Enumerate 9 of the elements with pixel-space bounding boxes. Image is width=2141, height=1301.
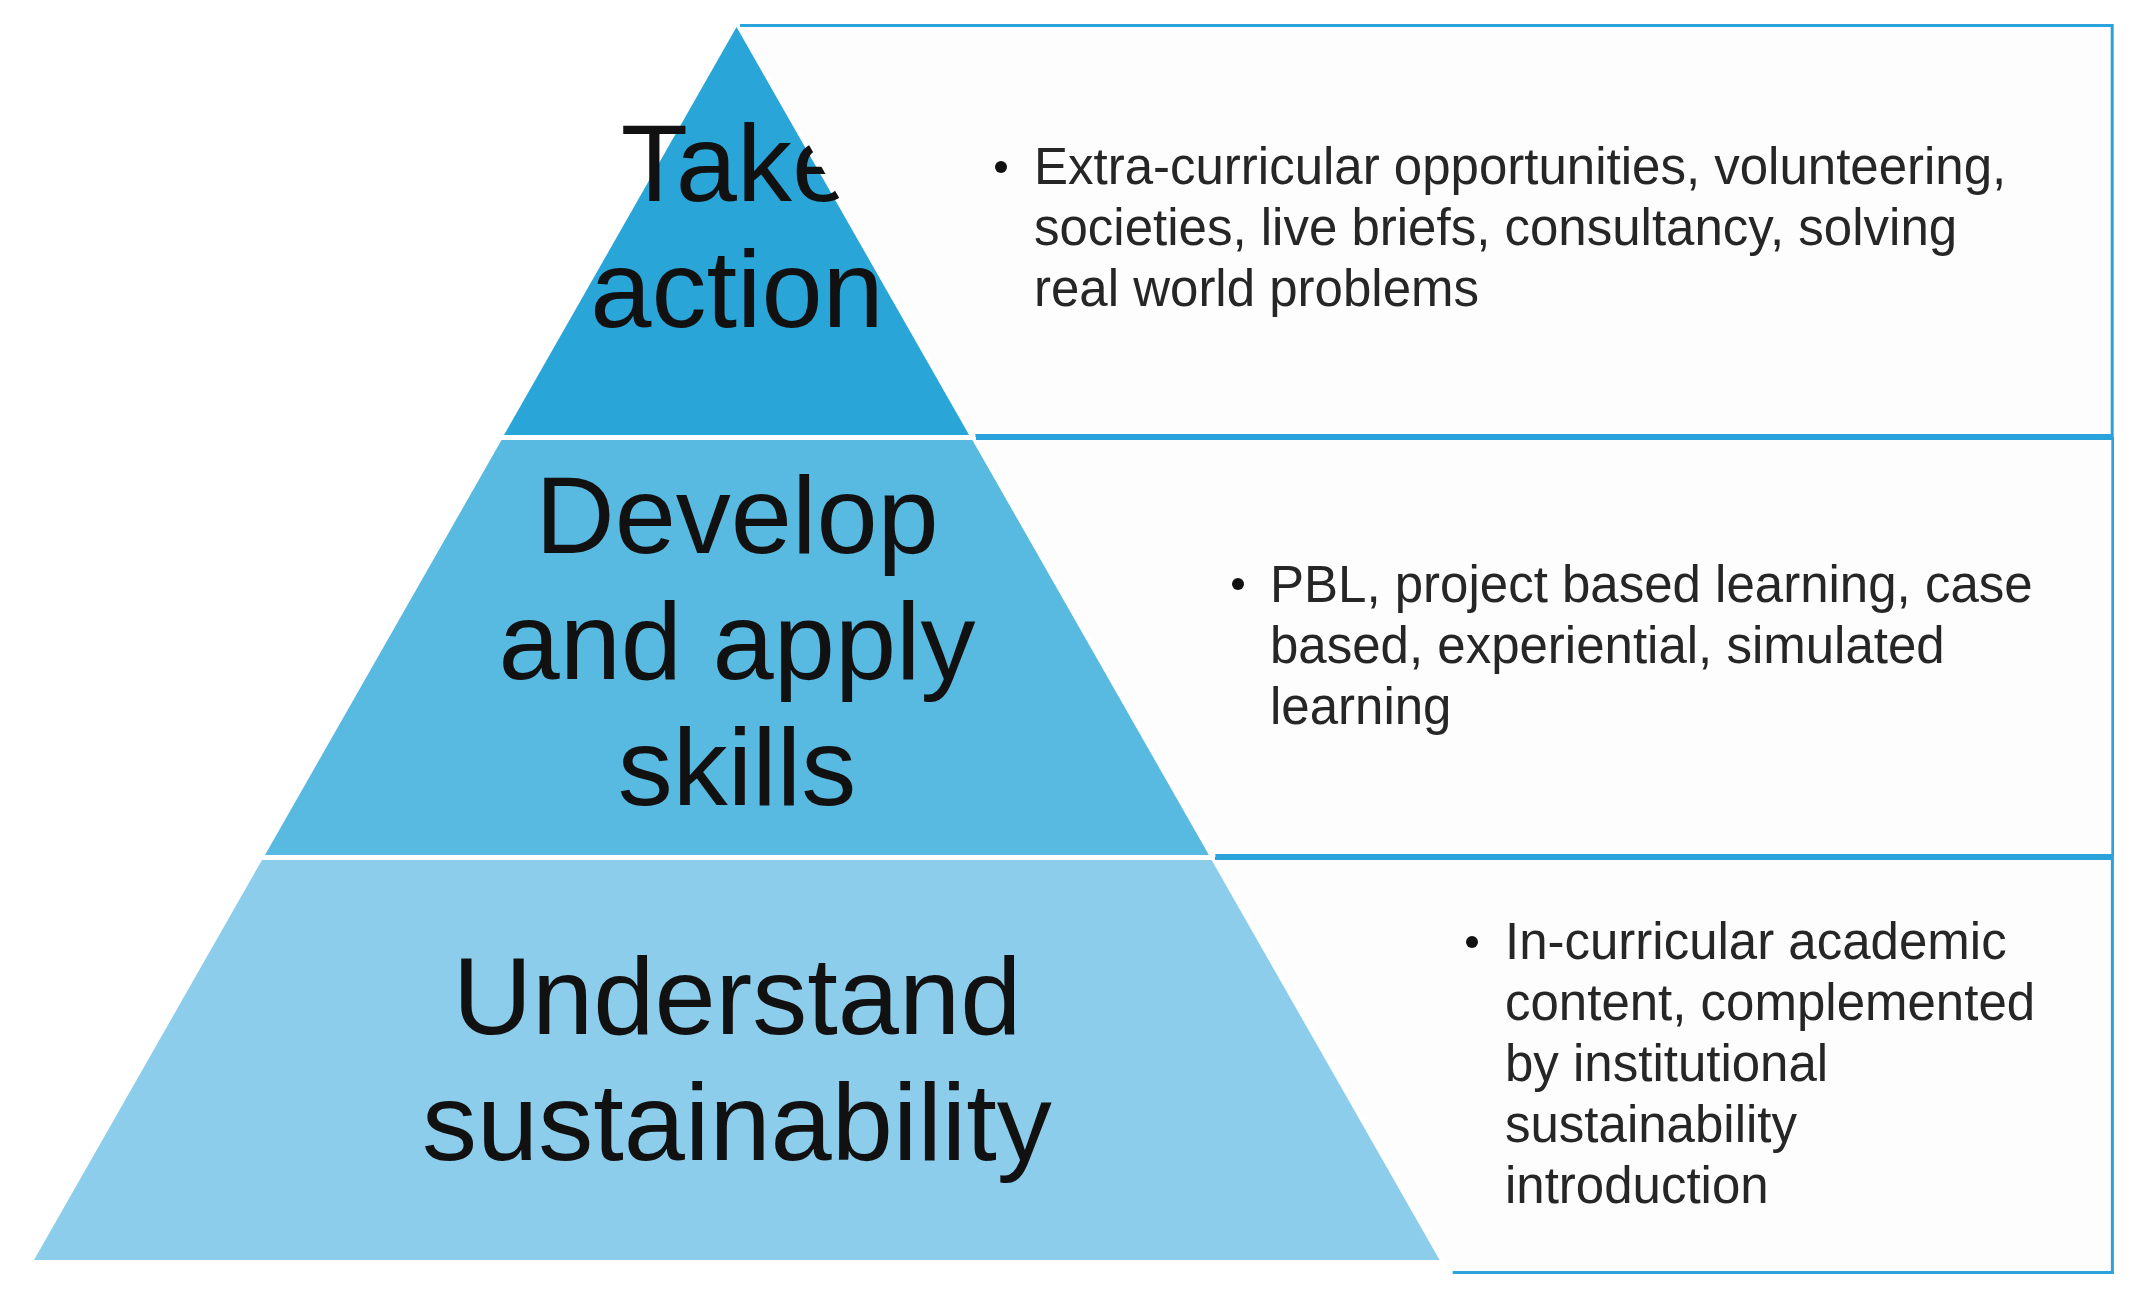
description-text: In-curricular academic content, complemented by institutional sustainability introduction <box>1505 912 2037 1216</box>
tier-label: Develop and apply skills <box>497 452 977 830</box>
pyramid-tier <box>34 860 1440 1260</box>
description-box <box>1215 857 2114 1274</box>
description-text: Extra-curricular opportunities, volunteering, societies, live briefs, consultancy, solving real world problems <box>1034 137 2008 319</box>
description-text: PBL, project based learning, case based, experiential, simulated learning <box>1270 555 2034 737</box>
tier-label: Understand sustainability <box>421 933 1053 1185</box>
description-box <box>975 437 2114 857</box>
pyramid-tier <box>265 440 1209 855</box>
